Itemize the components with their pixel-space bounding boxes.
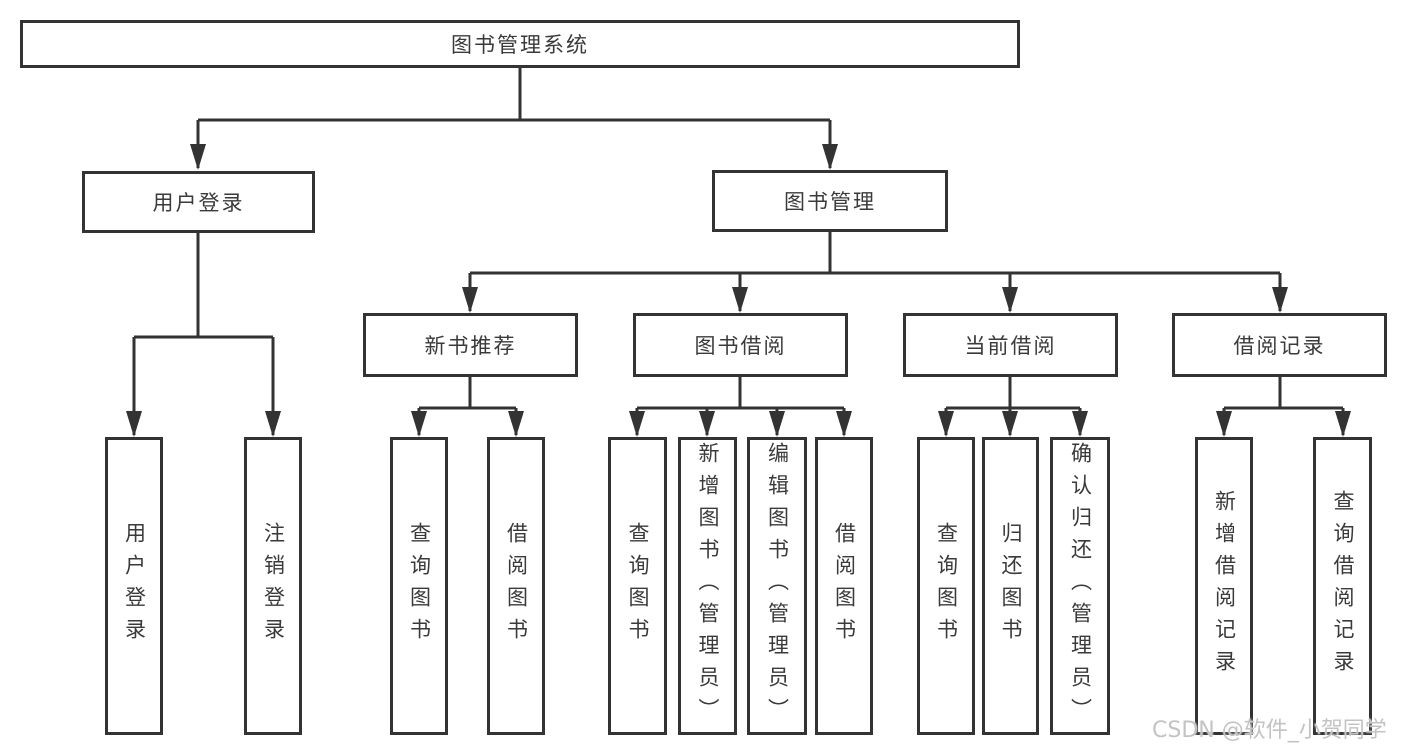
tree-connector-path	[132, 68, 1345, 435]
arrow-down-icon	[1216, 411, 1232, 437]
node-book-management: 图书管理	[712, 170, 948, 232]
arrow-down-icon	[836, 411, 852, 437]
arrow-down-icon	[732, 287, 748, 313]
leaf-add-books-admin: 新增图书（管理员）	[678, 437, 737, 735]
arrow-down-icon	[462, 287, 478, 313]
leaf-query-books-borrowing-label: 查询图书	[626, 522, 650, 650]
node-current-borrowing: 当前借阅	[903, 313, 1118, 377]
leaf-borrow-books-borrowing: 借阅图书	[815, 437, 873, 735]
arrow-down-icon	[1002, 287, 1018, 313]
arrow-down-icon	[629, 411, 645, 437]
arrow-down-icon	[822, 144, 838, 170]
node-borrowing-records: 借阅记录	[1172, 313, 1387, 377]
leaf-add-borrow-record-label: 新增借阅记录	[1212, 490, 1237, 682]
leaf-return-books-label: 归还图书	[999, 522, 1023, 650]
leaf-borrow-books-borrowing-label: 借阅图书	[832, 522, 857, 650]
leaf-query-books-current-label: 查询图书	[934, 522, 959, 650]
leaf-user-login-label: 用户登录	[122, 522, 147, 650]
node-new-book-recommend-label: 新书推荐	[424, 334, 517, 358]
leaf-query-borrow-record-label: 查询借阅记录	[1331, 490, 1355, 682]
node-user-login-label: 用户登录	[152, 191, 245, 215]
leaf-user-login: 用户登录	[105, 437, 163, 735]
arrow-down-icon	[769, 411, 785, 437]
arrowhead-icons	[126, 144, 1351, 437]
arrow-down-icon	[190, 144, 206, 170]
leaf-logout-label: 注销登录	[261, 522, 286, 650]
leaf-borrow-books-recommend-label: 借阅图书	[504, 522, 529, 650]
arrow-down-icon	[938, 411, 954, 437]
connector-lines	[132, 68, 1345, 435]
arrow-down-icon	[1002, 411, 1018, 437]
node-current-borrowing-label: 当前借阅	[964, 334, 1057, 358]
leaf-confirm-return-admin: 确认归还（管理员）	[1050, 437, 1110, 735]
leaf-edit-books-admin: 编辑图书（管理员）	[747, 437, 807, 735]
node-root-system-label: 图书管理系统	[451, 33, 589, 57]
leaf-query-books-recommend: 查询图书	[390, 437, 448, 735]
leaf-add-borrow-record: 新增借阅记录	[1195, 437, 1253, 735]
csdn-watermark: CSDN @软件_小贺同学	[1152, 718, 1387, 743]
leaf-query-books-recommend-label: 查询图书	[407, 522, 432, 650]
leaf-edit-books-admin-label: 编辑图书（管理员）	[765, 442, 790, 730]
node-borrowing-records-label: 借阅记录	[1233, 334, 1326, 358]
leaf-query-borrow-record: 查询借阅记录	[1313, 437, 1372, 735]
arrow-down-icon	[699, 411, 715, 437]
leaf-query-books-borrowing: 查询图书	[608, 437, 667, 735]
arrow-down-icon	[265, 411, 281, 437]
arrow-down-icon	[1335, 411, 1351, 437]
leaf-query-books-current: 查询图书	[917, 437, 975, 735]
leaf-return-books: 归还图书	[982, 437, 1039, 735]
arrow-down-icon	[411, 411, 427, 437]
arrow-down-icon	[1272, 287, 1288, 313]
node-root-system: 图书管理系统	[20, 20, 1020, 68]
node-user-login: 用户登录	[82, 171, 315, 233]
node-new-book-recommend: 新书推荐	[363, 313, 578, 377]
node-book-borrowing: 图书借阅	[633, 313, 848, 377]
leaf-borrow-books-recommend: 借阅图书	[487, 437, 545, 735]
node-book-borrowing-label: 图书借阅	[694, 334, 787, 358]
node-book-management-label: 图书管理	[784, 190, 876, 214]
leaf-logout: 注销登录	[244, 437, 302, 735]
arrow-down-icon	[126, 411, 142, 437]
arrow-down-icon	[1072, 411, 1088, 437]
leaf-add-books-admin-label: 新增图书（管理员）	[696, 442, 720, 730]
arrow-down-icon	[508, 411, 524, 437]
leaf-confirm-return-admin-label: 确认归还（管理员）	[1068, 442, 1093, 730]
